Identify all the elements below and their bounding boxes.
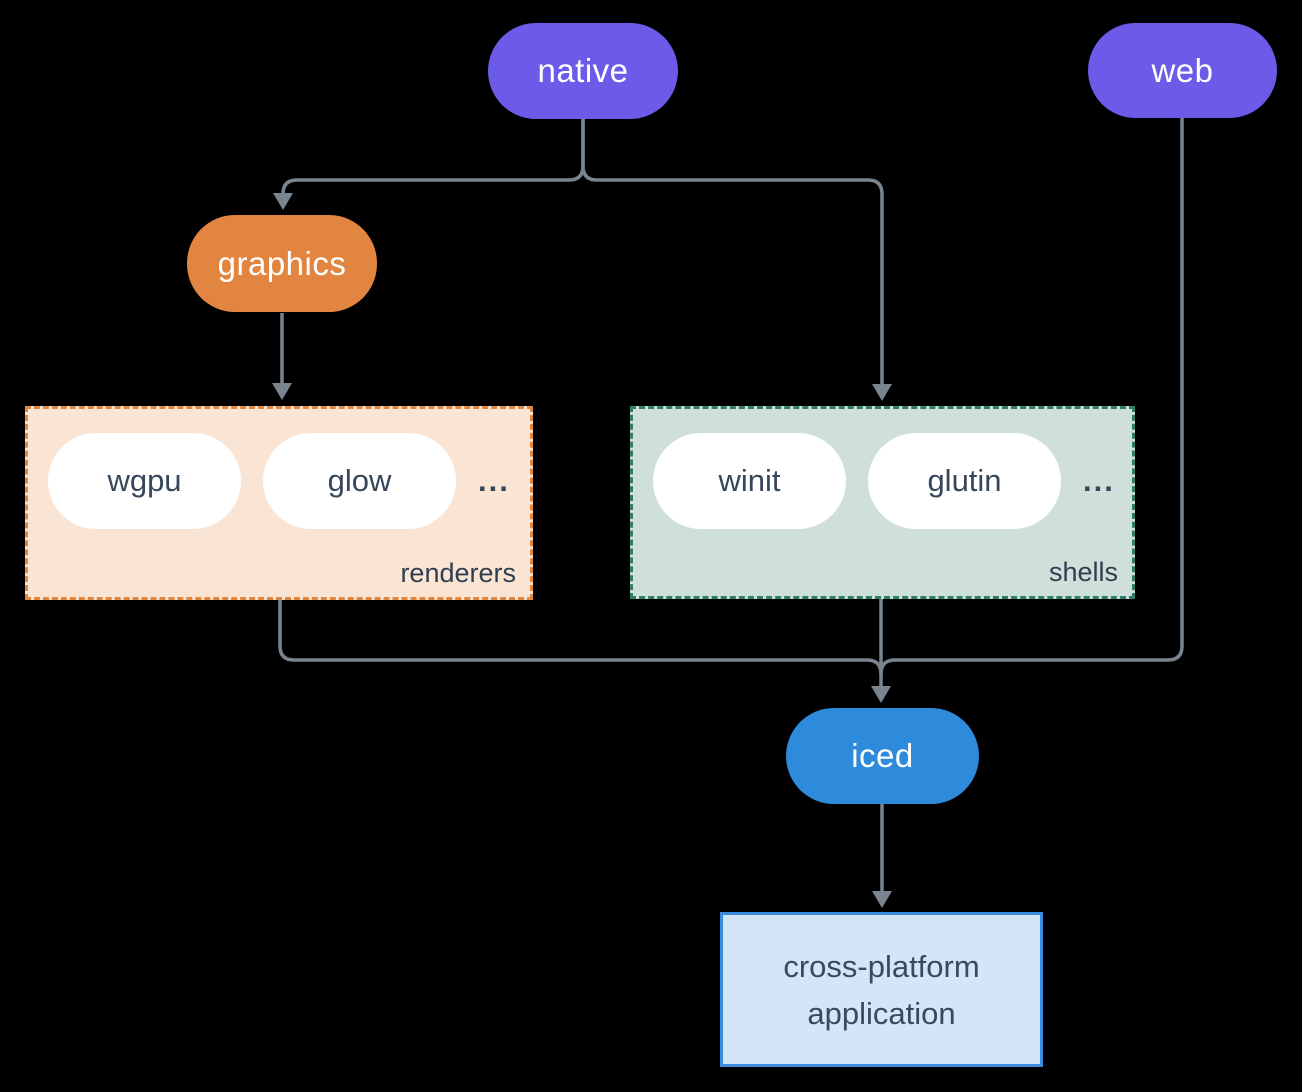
node-web: web <box>1088 23 1277 118</box>
node-glutin-label: glutin <box>927 463 1002 498</box>
group-shells: winit glutin ... shells <box>630 406 1135 599</box>
group-renderers: wgpu glow ... renderers <box>25 406 533 600</box>
node-native-label: native <box>537 52 629 89</box>
node-cross-platform-application: cross-platform application <box>720 912 1043 1067</box>
node-winit-label: winit <box>718 463 781 498</box>
group-renderers-row: wgpu glow ... <box>28 409 530 529</box>
group-renderers-label: renderers <box>400 558 516 588</box>
node-web-label: web <box>1151 51 1214 89</box>
app-label-line2: application <box>807 995 956 1031</box>
node-graphics-label: graphics <box>217 244 347 282</box>
node-wgpu-label: wgpu <box>107 463 182 498</box>
node-native: native <box>488 23 678 119</box>
node-glow: glow <box>263 433 456 529</box>
arrowhead-shells-icon <box>872 384 892 401</box>
group-shells-row: winit glutin ... <box>633 409 1132 529</box>
node-winit: winit <box>653 433 846 529</box>
edge-native-graphics <box>281 119 585 196</box>
node-glutin: glutin <box>868 433 1061 529</box>
edge-native-shells <box>581 119 884 387</box>
arrowhead-iced-icon <box>871 686 891 703</box>
node-wgpu: wgpu <box>48 433 241 529</box>
arrowhead-app-icon <box>872 891 892 908</box>
node-graphics: graphics <box>187 215 377 312</box>
node-glow-label: glow <box>327 463 392 498</box>
arrowhead-renderers-icon <box>272 383 292 400</box>
renderers-ellipsis: ... <box>478 463 510 498</box>
node-iced: iced <box>786 708 979 804</box>
arrowhead-graphics-icon <box>273 193 293 210</box>
group-shells-label: shells <box>1048 557 1118 587</box>
node-iced-label: iced <box>851 737 914 774</box>
shells-ellipsis: ... <box>1083 463 1115 498</box>
edge-renderers-iced <box>278 600 883 675</box>
app-label-line1: cross-platform <box>783 948 980 984</box>
